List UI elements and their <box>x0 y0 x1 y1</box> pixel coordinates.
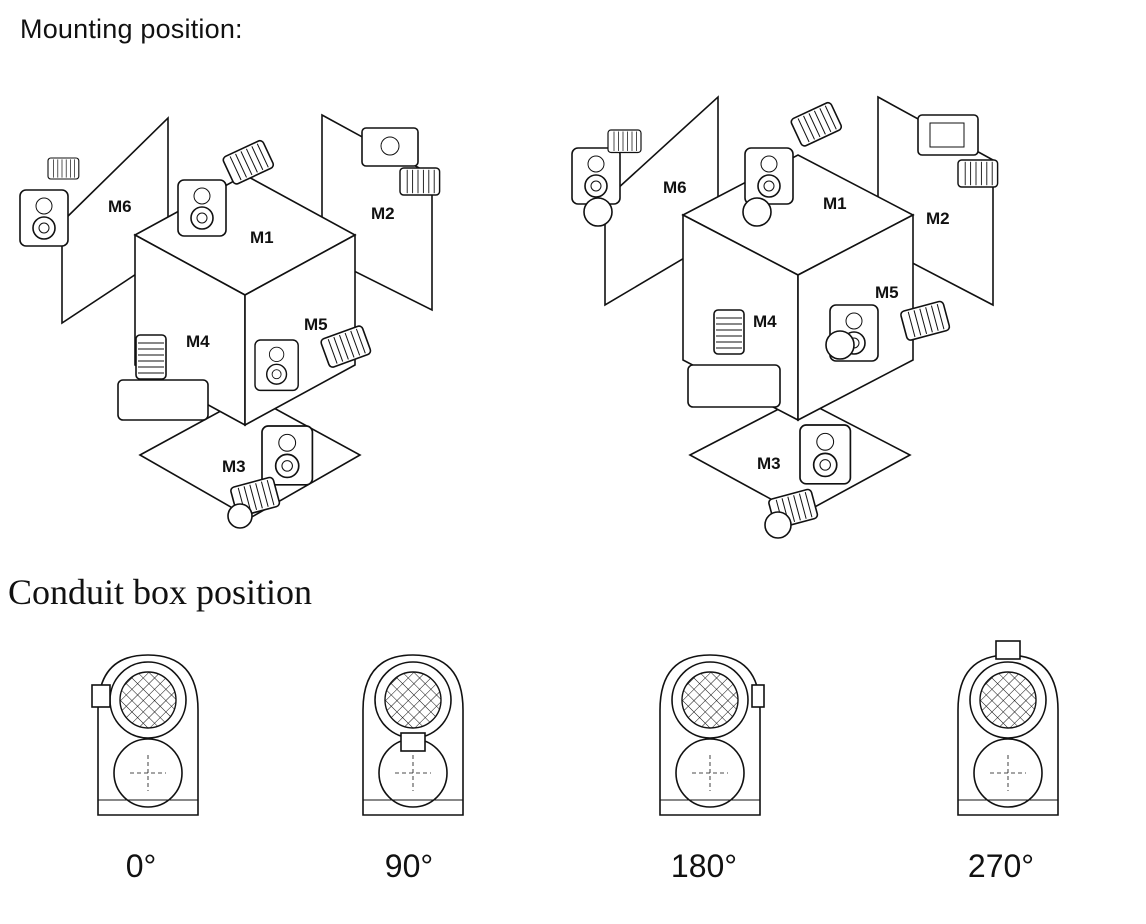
conduit-box-diagrams <box>91 640 1059 816</box>
conduit-unit-180 <box>659 654 765 816</box>
label-m5-left: M5 <box>304 315 328 334</box>
label-m4-right: M4 <box>753 312 777 331</box>
left-cube-group <box>19 113 441 529</box>
plane-m3-right <box>688 397 912 516</box>
angle-label-180: 180° <box>670 848 738 884</box>
label-m1-right: M1 <box>823 194 847 213</box>
label-m3-left: M3 <box>222 457 246 476</box>
label-m3-right: M3 <box>757 454 781 473</box>
conduit-unit-90 <box>362 654 464 816</box>
label-m6-left: M6 <box>108 197 132 216</box>
angle-label-0: 0° <box>125 848 157 884</box>
mounting-position-title: Mounting position: <box>20 14 243 44</box>
plane-m3-left <box>138 394 362 519</box>
conduit-unit-270 <box>957 640 1059 816</box>
label-m1-left: M1 <box>250 228 274 247</box>
label-m2-left: M2 <box>371 204 395 223</box>
angle-label-90: 90° <box>384 848 434 884</box>
angle-label-270: 270° <box>967 848 1035 884</box>
right-cube-group <box>571 95 999 539</box>
conduit-box-title: Conduit box position <box>8 572 313 612</box>
label-m2-right: M2 <box>926 209 950 228</box>
label-m5-right: M5 <box>875 283 899 302</box>
label-m6-right: M6 <box>663 178 687 197</box>
label-m4-left: M4 <box>186 332 210 351</box>
conduit-unit-0 <box>91 654 199 816</box>
